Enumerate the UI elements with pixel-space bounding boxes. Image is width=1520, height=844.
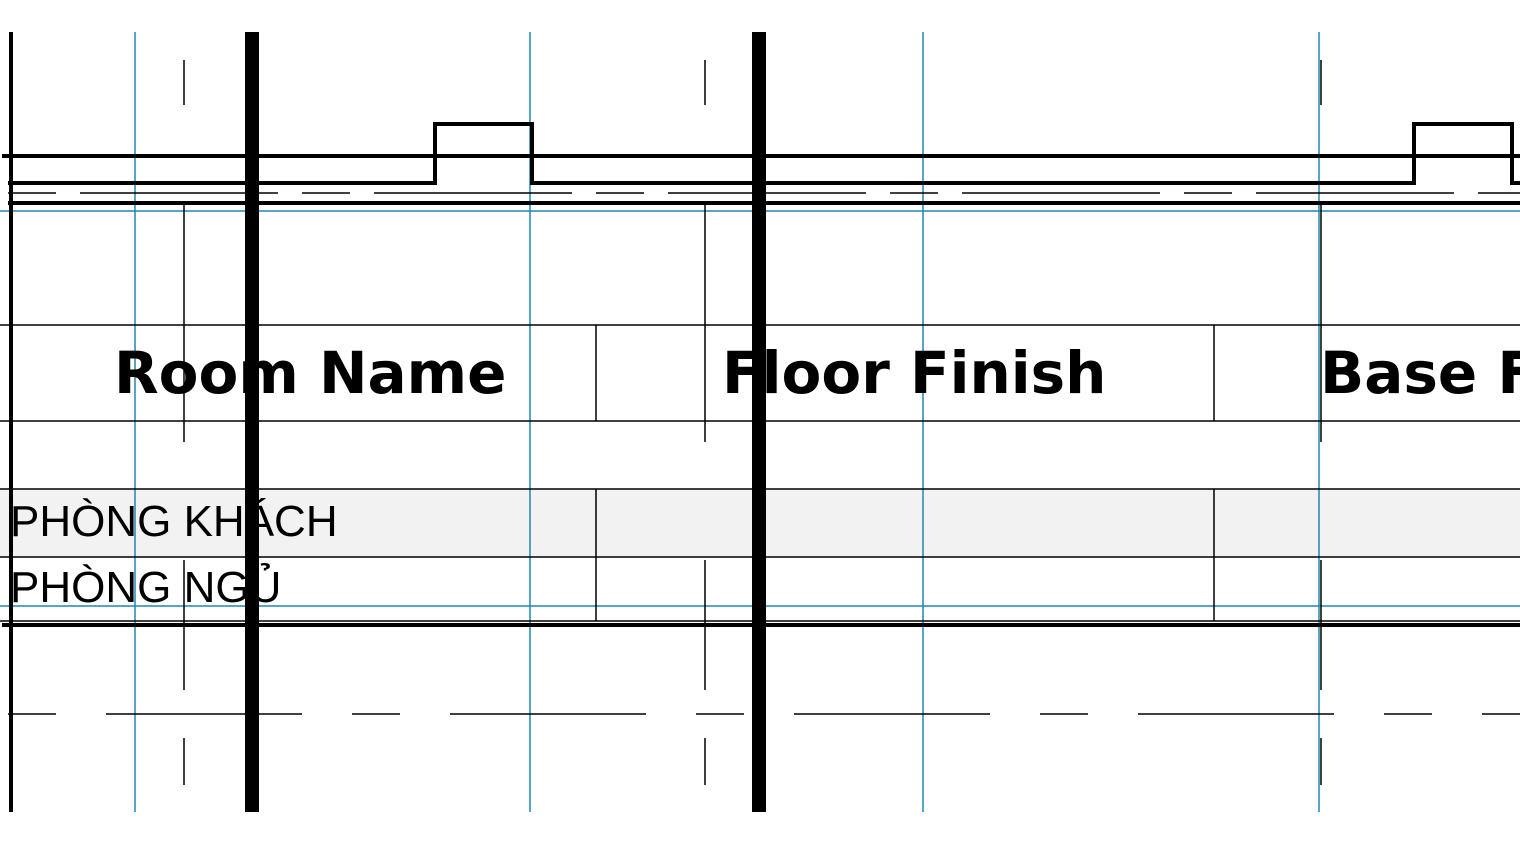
- header-room-name[interactable]: Room Name: [114, 339, 507, 407]
- header-base-finish[interactable]: Base F: [1320, 339, 1520, 407]
- schedule-grid: [0, 324, 1520, 622]
- header-floor-finish[interactable]: Floor Finish: [722, 339, 1107, 407]
- room-name-cell[interactable]: PHÒNG NGỦ: [10, 563, 282, 612]
- room-name-cell[interactable]: PHÒNG KHÁCH: [10, 497, 338, 546]
- wall-line-offset: [8, 122, 1520, 185]
- structure-columns: [9, 32, 766, 812]
- center-lines: [183, 60, 1322, 785]
